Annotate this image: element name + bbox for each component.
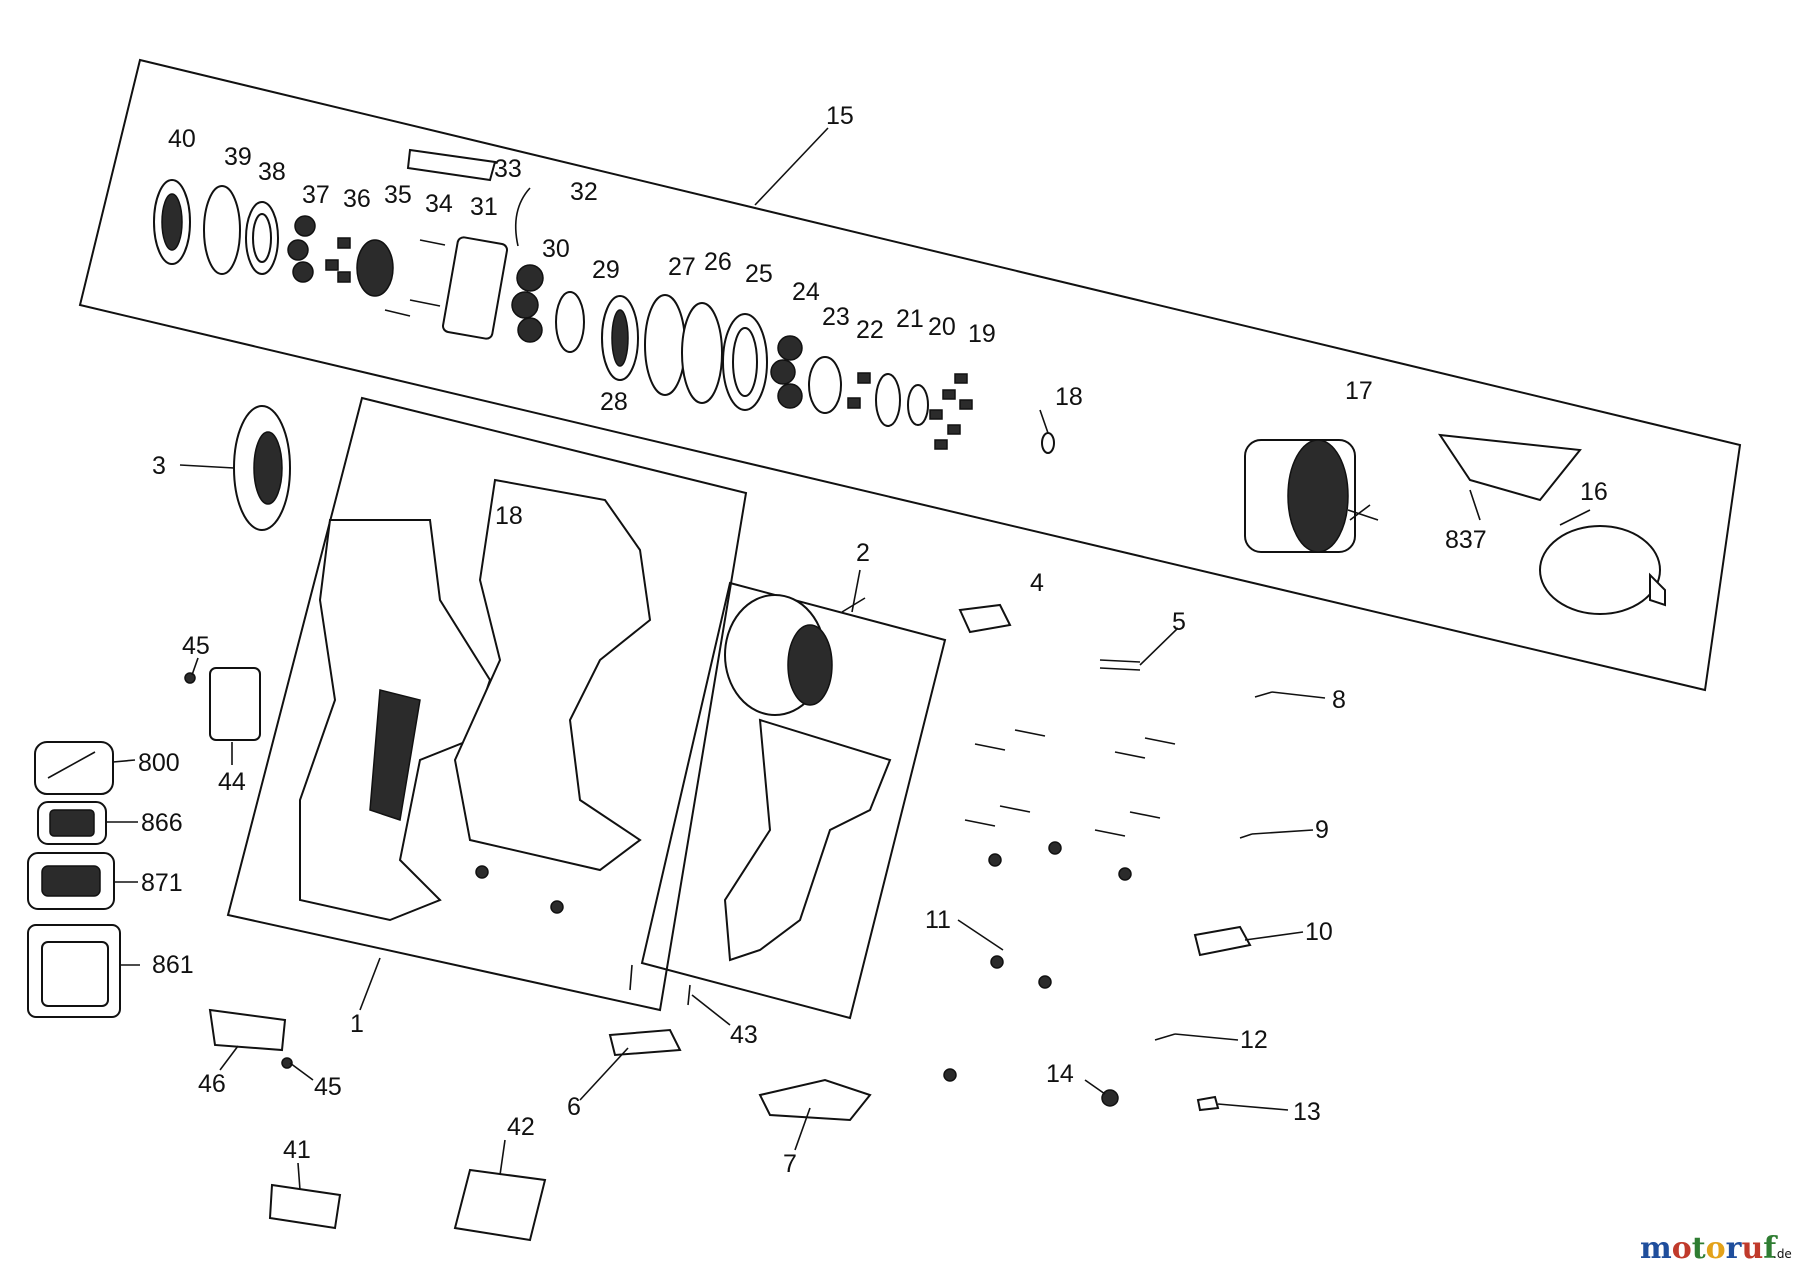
label-35: 35 — [384, 181, 412, 209]
label-32: 32 — [570, 178, 598, 206]
label-5: 5 — [1172, 608, 1186, 636]
label-837: 837 — [1445, 526, 1487, 554]
label-13: 13 — [1293, 1098, 1321, 1126]
label-871: 871 — [141, 869, 183, 897]
label-46: 46 — [198, 1070, 226, 1098]
label-2: 2 — [856, 539, 870, 567]
label-34: 34 — [425, 190, 453, 218]
label-20: 20 — [928, 313, 956, 341]
label-40: 40 — [168, 125, 196, 153]
watermark-tld: .de — [1773, 1247, 1792, 1261]
gearbox-parts — [153, 148, 1666, 615]
watermark-letter: o — [1706, 1231, 1726, 1266]
label-38: 38 — [258, 158, 286, 186]
label-27: 27 — [668, 253, 696, 281]
watermark-letter: t — [1692, 1231, 1706, 1266]
loose-parts — [27, 405, 1273, 1242]
gearbox-group-frame — [78, 58, 1742, 692]
watermark-letter: u — [1741, 1231, 1763, 1266]
label-7: 7 — [783, 1150, 797, 1178]
label-29: 29 — [592, 256, 620, 284]
label-26: 26 — [704, 248, 732, 276]
label-10: 10 — [1305, 918, 1333, 946]
label-41: 41 — [283, 1136, 311, 1164]
label-8: 8 — [1332, 686, 1346, 714]
label-15: 15 — [826, 102, 854, 130]
watermark: motoruf .de — [1640, 1231, 1792, 1266]
label-21: 21 — [896, 305, 924, 333]
label-44: 44 — [218, 768, 246, 796]
housing-halves — [299, 478, 652, 922]
housing-group-frame — [226, 396, 748, 1012]
watermark-letter: f — [1763, 1231, 1778, 1266]
label-3: 3 — [152, 452, 166, 480]
label-31: 31 — [470, 193, 498, 221]
label-16: 16 — [1580, 478, 1608, 506]
part-labels: 40 39 38 37 36 35 34 33 32 31 30 29 28 2… — [138, 102, 1608, 1178]
label-6: 6 — [567, 1093, 581, 1121]
watermark-brand: motoruf — [1640, 1231, 1778, 1266]
watermark-letter: r — [1726, 1231, 1743, 1266]
label-42: 42 — [507, 1113, 535, 1141]
label-18: 18 — [1055, 383, 1083, 411]
label-866: 866 — [141, 809, 183, 837]
label-39: 39 — [224, 143, 252, 171]
label-24: 24 — [792, 278, 820, 306]
label-861: 861 — [152, 951, 194, 979]
label-17: 17 — [1345, 377, 1373, 405]
label-4: 4 — [1030, 569, 1044, 597]
label-37: 37 — [302, 181, 330, 209]
label-22: 22 — [856, 316, 884, 344]
label-45a: 45 — [314, 1073, 342, 1101]
label-800: 800 — [138, 749, 180, 777]
label-1: 1 — [350, 1010, 364, 1038]
watermark-letter: m — [1640, 1231, 1672, 1266]
motor-housing — [723, 594, 892, 962]
label-9: 9 — [1315, 816, 1329, 844]
label-19: 19 — [968, 320, 996, 348]
label-25: 25 — [745, 260, 773, 288]
label-36: 36 — [343, 185, 371, 213]
label-23: 23 — [822, 303, 850, 331]
label-14: 14 — [1046, 1060, 1074, 1088]
leader-lines — [106, 127, 1591, 1191]
label-28: 28 — [600, 388, 628, 416]
label-43: 43 — [730, 1021, 758, 1049]
label-12: 12 — [1240, 1026, 1268, 1054]
label-18b: 18 — [495, 502, 523, 530]
label-30: 30 — [542, 235, 570, 263]
watermark-letter: o — [1672, 1231, 1692, 1266]
label-33: 33 — [494, 155, 522, 183]
label-45b: 45 — [182, 632, 210, 660]
label-11: 11 — [925, 906, 951, 934]
motor-housing-group-frame — [640, 581, 947, 1020]
